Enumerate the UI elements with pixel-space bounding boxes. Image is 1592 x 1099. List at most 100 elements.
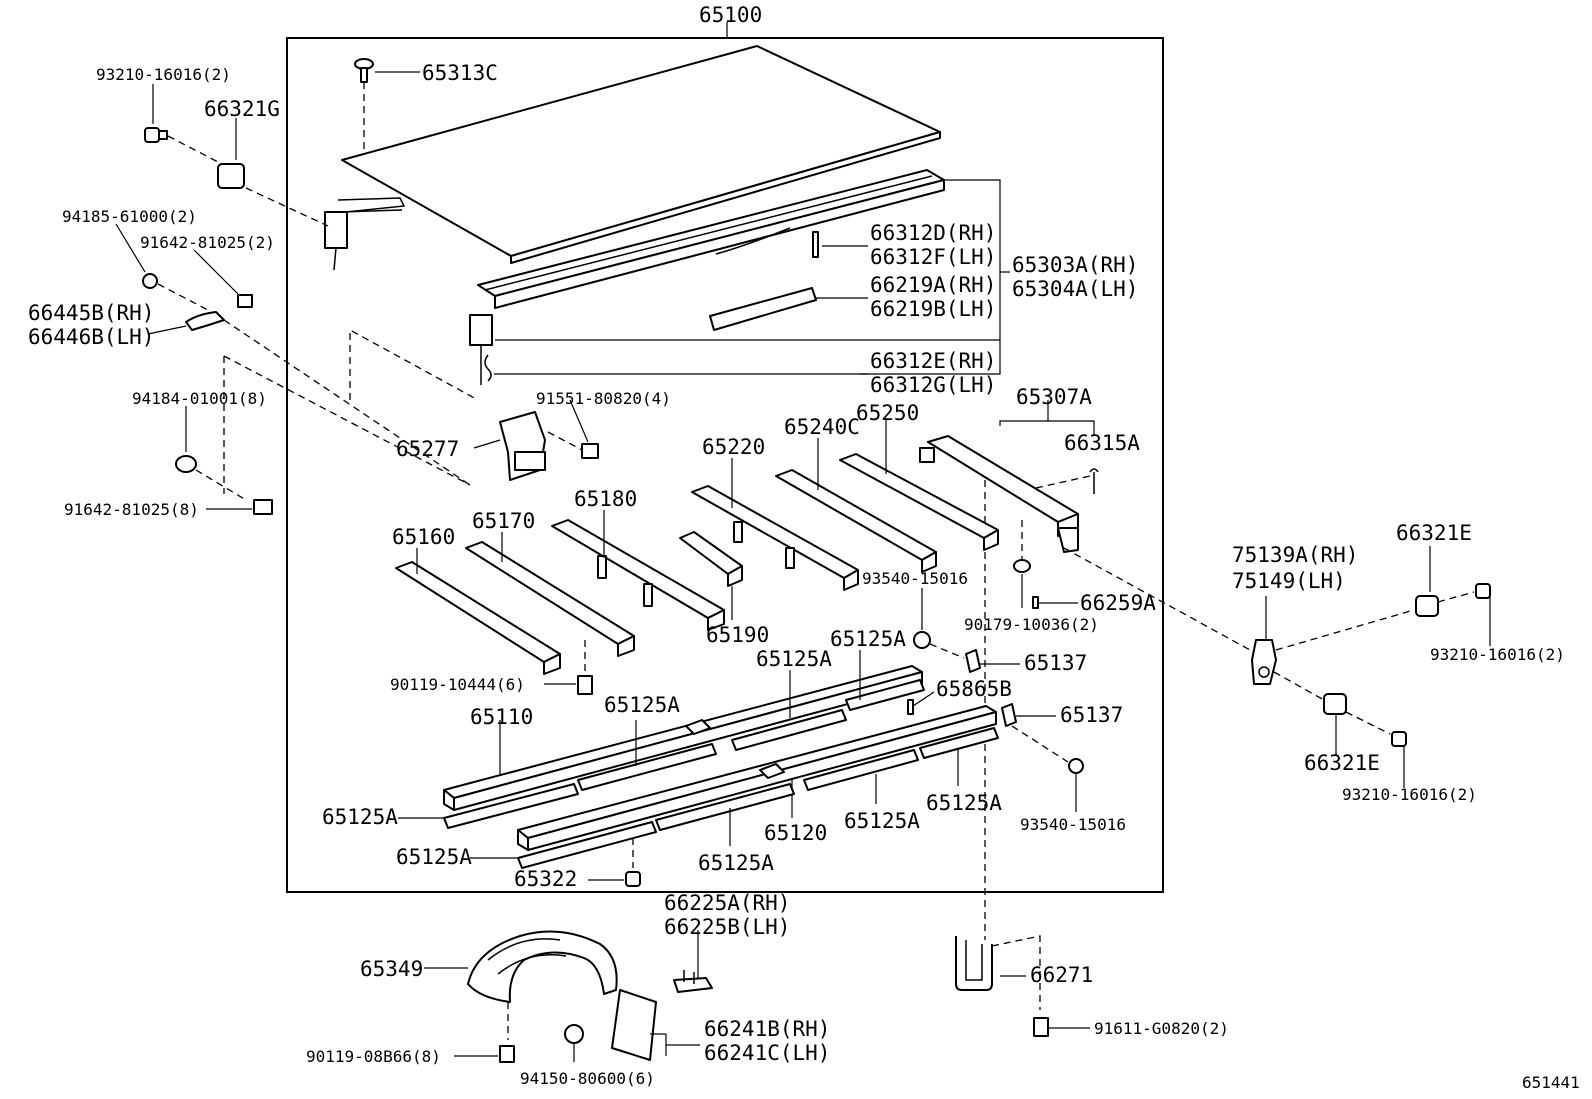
label-65250: 65250 [856,401,919,425]
label-93210-top: 93210-16016(2) [96,65,231,84]
bracket-65277 [473,399,599,481]
strip-65125A-5 [517,821,657,869]
label-66312D: 66312D(RH) [870,221,996,245]
bolt-91611 [1033,1017,1090,1037]
sill-65110 [443,665,923,811]
pin-66259A [1032,596,1078,609]
label-66271: 66271 [1030,963,1093,987]
label-65137-a: 65137 [1024,651,1087,675]
label-65160: 65160 [392,525,455,549]
pin-66315A [1035,468,1099,494]
bolt-93210-top [144,84,219,163]
figure-code: 651441 [1522,1073,1580,1092]
label-65240C: 65240C [784,415,860,439]
label-90179: 90179-10036(2) [964,615,1099,634]
label-94150: 94150-80600(6) [520,1069,655,1088]
block-66321G [217,118,329,227]
label-91642-2: 91642-81025(2) [140,233,275,252]
clip-65137-b [1001,703,1056,727]
bracket-75139A [1251,596,1415,701]
strip-65125A-4 [845,679,925,711]
bolt-90179 [1013,520,1031,608]
label-65125A-2: 65125A [756,647,832,671]
label-66312E: 66312E(RH) [870,349,996,373]
crossmember-65220 [691,458,859,591]
label-66241C: 66241C(LH) [704,1041,830,1065]
label-65349: 65349 [360,957,423,981]
label-65125A-3: 65125A [830,627,906,651]
label-65125A-5: 65125A [396,845,472,869]
label-94184: 94184-01001(8) [132,389,267,408]
label-93210-right: 93210-16016(2) [1430,645,1565,664]
label-90119-10444: 90119-10444(6) [390,675,525,694]
crossmember-65170 [465,532,635,657]
label-65125A-7: 65125A [844,809,920,833]
label-66321E-top: 66321E [1396,521,1472,545]
label-93540-a: 93540-15016 [862,569,968,588]
label-90119-08B66: 90119-08B66(8) [306,1047,441,1066]
label-65100: 65100 [699,3,762,27]
label-65220: 65220 [702,435,765,459]
bracket-66219A [709,287,817,331]
label-66321E-bottom: 66321E [1304,751,1380,775]
label-66259A: 66259A [1080,591,1156,615]
label-66241B: 66241B(RH) [704,1017,830,1041]
label-65307A: 65307A [1016,385,1092,409]
label-65125A-6: 65125A [698,851,774,875]
screw-65313C [354,58,420,150]
label-65125A-4: 65125A [322,805,398,829]
bolt-93210-bottom [1391,731,1407,788]
bolt-90119-10444 [544,640,593,695]
bolt-90119-08B66 [454,1045,515,1063]
label-66219B: 66219B(LH) [870,297,996,321]
label-66225B: 66225B(LH) [664,915,790,939]
block-66321E-bottom [1323,693,1391,756]
fender-65349 [424,930,618,1040]
label-65110: 65110 [470,705,533,729]
label-75149: 75149(LH) [1232,569,1346,593]
label-66312G: 66312G(LH) [870,373,996,397]
label-65190: 65190 [706,623,769,647]
label-66446B: 66446B(LH) [28,325,154,349]
label-65125A-1: 65125A [604,693,680,717]
crossmember-65240C [775,438,937,573]
label-65277: 65277 [396,437,459,461]
strip-65125A-6 [655,783,795,831]
label-91611: 91611-G0820(2) [1094,1019,1229,1038]
label-66315A: 66315A [1064,431,1140,455]
rear-rail-65307A [919,400,1095,553]
bolt-91642-2 [193,249,253,308]
label-65865B: 65865B [936,677,1012,701]
sill-65120 [517,705,997,851]
deck-platform [324,45,941,271]
ubolt-66271 [955,935,1041,1010]
label-65303A: 65303A(RH) [1012,253,1138,277]
bolt-93210-right [1475,583,1491,646]
nut-94185 [115,223,209,311]
crossmember-65180 [551,510,725,631]
pin-65865B [907,691,935,715]
block-66321E-top [1415,546,1475,617]
label-65180: 65180 [574,487,637,511]
clip-65137-a [965,649,1020,673]
strip-65125A-3 [731,709,847,751]
label-65125A-8: 65125A [926,791,1002,815]
mudflap-66241B [611,989,700,1061]
label-94185: 94185-61000(2) [62,207,197,226]
nut-94184 [175,406,247,501]
label-66321G: 66321G [204,97,280,121]
label-91642-8: 91642-81025(8) [64,500,199,519]
strip-65125A-8 [919,727,999,759]
strip-65125A-1 [443,783,579,829]
assembly-box-65100 [286,37,1164,893]
bolt-93540-top [913,588,965,659]
bolt-93540-bottom [1011,725,1084,812]
label-65313C: 65313C [422,61,498,85]
pin-66312D [812,231,819,258]
label-65120: 65120 [764,821,827,845]
label-75139A: 75139A(RH) [1232,543,1358,567]
side-rail-65303A [469,169,945,385]
bolt-65322 [588,838,641,887]
leader-65303A [860,179,1001,375]
label-66312F: 66312F(LH) [870,245,996,269]
